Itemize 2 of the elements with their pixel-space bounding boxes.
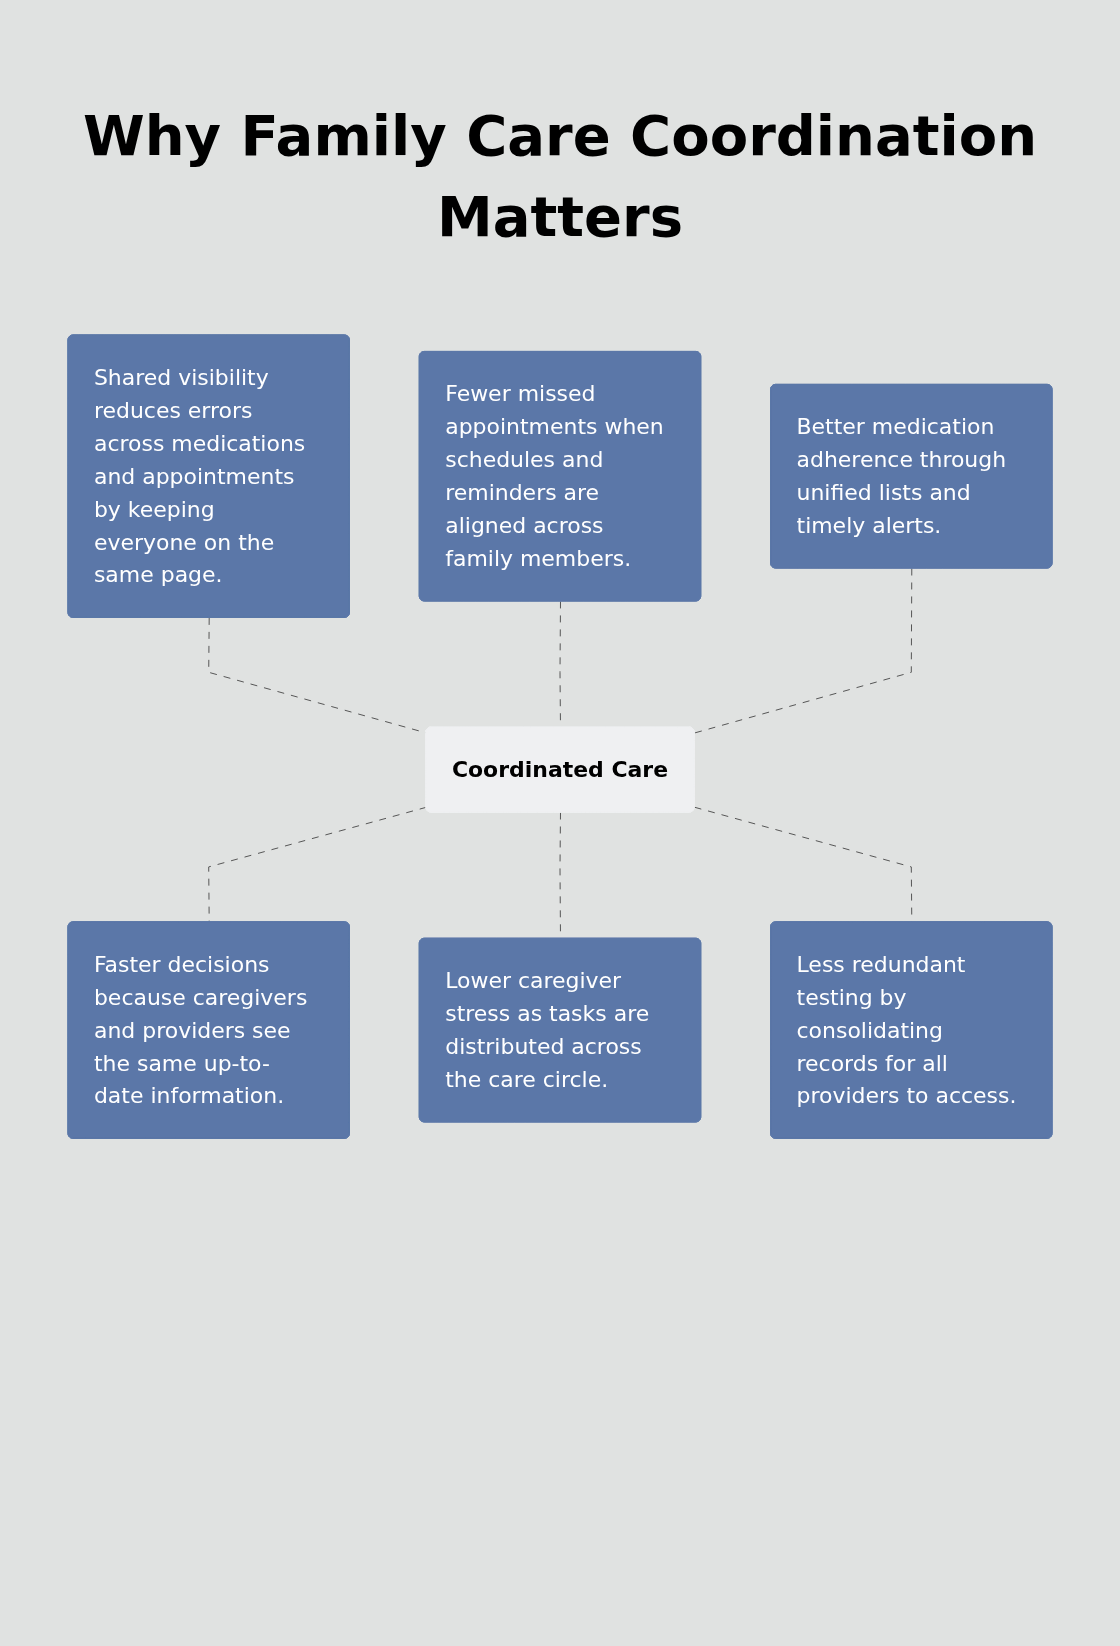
connector [694,568,913,734]
diagram-title: Why Family Care Coordination Matters [82,102,1038,252]
